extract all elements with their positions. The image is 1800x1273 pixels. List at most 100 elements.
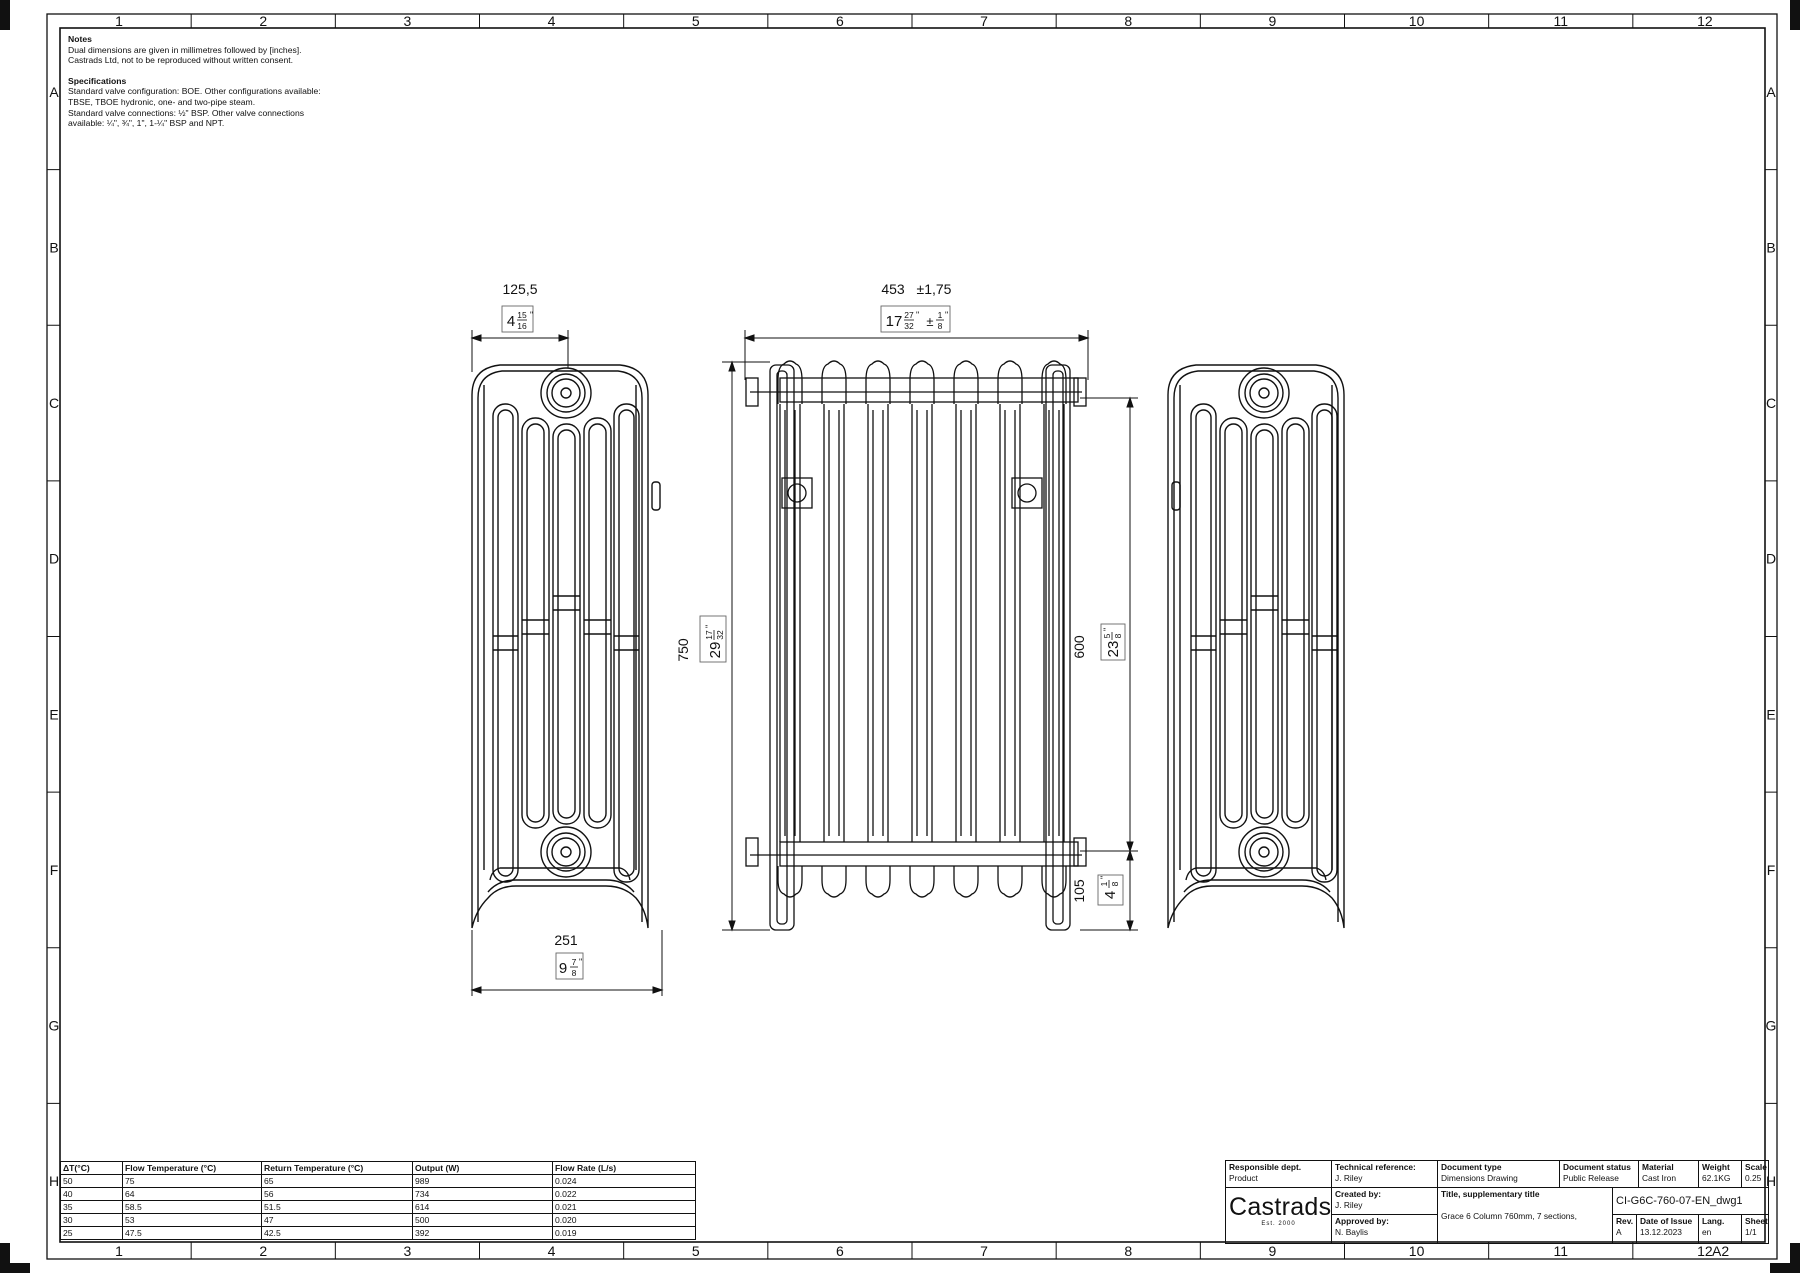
grid-row-label: F (50, 862, 59, 878)
table-cell: 734 (412, 1187, 553, 1201)
table-cell: 47 (261, 1213, 413, 1227)
grid-column-label: 11 (1553, 1243, 1568, 1259)
table-cell: 614 (412, 1200, 553, 1214)
table-cell: 0.024 (552, 1174, 696, 1188)
grid-column-label: 9 (1269, 13, 1277, 29)
grid-column-label: 2 (259, 1243, 267, 1259)
foot-width-inches: 9 7 8 " (559, 957, 582, 978)
centres-inches: 23 5 8 " (1102, 628, 1123, 658)
grid-row-label: B (1766, 239, 1775, 255)
grid-column-label: 8 (1124, 1243, 1132, 1259)
language-cell: Lang. en (1699, 1215, 1742, 1243)
table-cell: 0.019 (552, 1226, 696, 1240)
grid-column-label: 11 (1553, 13, 1568, 29)
material-cell: Material Cast Iron (1639, 1161, 1699, 1188)
grid-column-label: 8 (1124, 13, 1132, 29)
svg-text:": " (916, 310, 919, 320)
grid-column-label: 3 (404, 1243, 412, 1259)
approved-by-cell: Approved by: N. Baylis (1332, 1215, 1438, 1243)
radiator-section (1041, 360, 1067, 898)
table-cell: 40 (60, 1187, 123, 1201)
document-status-cell: Document status Public Release (1560, 1161, 1639, 1188)
grid-row-label: E (1766, 706, 1775, 722)
date-of-issue-cell: Date of Issue 13.12.2023 (1637, 1215, 1699, 1243)
svg-text:17: 17 (886, 313, 903, 330)
svg-text:32: 32 (904, 321, 914, 331)
svg-text:8: 8 (938, 321, 943, 331)
table-cell: 0.022 (552, 1187, 696, 1201)
grid-column-label: 10 (1409, 13, 1425, 29)
title-cell: Title, supplementary title Grace 6 Colum… (1438, 1188, 1613, 1243)
table-cell: 50 (60, 1174, 123, 1188)
svg-text:8: 8 (1110, 881, 1120, 886)
grid-column-label: 4 (548, 1243, 556, 1259)
paper-size-label: A2 (1712, 1243, 1730, 1259)
grid-column-label: 6 (836, 1243, 844, 1259)
height-mm: 750 (675, 638, 691, 662)
spec-line: Standard valve connections: ½" BSP. Othe… (68, 107, 305, 118)
svg-text:32: 32 (715, 630, 725, 640)
column-header: Return Temperature (°C) (261, 1161, 413, 1175)
svg-text:": " (530, 310, 533, 320)
table-header-row: ΔT(°C) Flow Temperature (°C) Return Temp… (60, 1161, 696, 1175)
grid-row-label: B (49, 239, 58, 255)
table-cell: 392 (412, 1226, 553, 1240)
svg-text:1: 1 (1099, 881, 1109, 886)
grid-row-label: A (1766, 84, 1776, 100)
document-type-cell: Document type Dimensions Drawing (1438, 1161, 1560, 1188)
created-by-cell: Created by: J. Riley (1332, 1188, 1438, 1215)
column-header: Flow Temperature (°C) (122, 1161, 262, 1175)
grid-row-label: G (49, 1018, 60, 1034)
performance-table: ΔT(°C) Flow Temperature (°C) Return Temp… (60, 1161, 696, 1240)
weight-cell: Weight 62.1KG (1699, 1161, 1742, 1188)
company-logo: Castrads Est. 2000 (1226, 1188, 1332, 1243)
grid-column-label: 12 (1697, 13, 1713, 29)
table-cell: 64 (122, 1187, 262, 1201)
svg-text:": " (579, 957, 582, 967)
svg-text:±: ± (926, 314, 933, 329)
radiator-section (777, 360, 803, 898)
table-cell: 0.020 (552, 1213, 696, 1227)
specifications-heading: Specifications (68, 75, 127, 86)
notes-block: Notes Dual dimensions are given in milli… (68, 34, 398, 129)
grid-row-label: F (1767, 862, 1776, 878)
svg-text:4: 4 (1102, 891, 1119, 899)
radiator-section (953, 360, 979, 898)
radiator-section (997, 360, 1023, 898)
grid-column-label: 3 (404, 13, 412, 29)
radiator-side-view-left (471, 364, 661, 929)
svg-text:": " (704, 625, 714, 628)
title-block: Responsible dept. Product Technical refe… (1225, 1160, 1769, 1244)
grid-column-label: 7 (980, 13, 988, 29)
grid-column-label: 7 (980, 1243, 988, 1259)
grid-column-label: 2 (259, 13, 267, 29)
grid-column-label: 4 (548, 13, 556, 29)
svg-text:5: 5 (1102, 633, 1112, 638)
table-cell: 58.5 (122, 1200, 262, 1214)
radiator-front-view (745, 360, 1087, 931)
column-header: Flow Rate (L/s) (552, 1161, 696, 1175)
grid-row-label: E (49, 706, 58, 722)
width-inches: 17 27 32 " ± 1 8 " (886, 310, 949, 331)
grid-ticks (47, 14, 1777, 1259)
svg-text:": " (1102, 628, 1112, 631)
svg-text:27: 27 (904, 310, 914, 320)
grid-column-label: 10 (1409, 1243, 1425, 1259)
width-tolerance-mm: ±1,75 (917, 281, 952, 297)
sheet-cell: Sheet 1/1 (1745, 1216, 1768, 1237)
radiator-section (909, 360, 935, 898)
grid-row-label: D (49, 551, 59, 567)
svg-text:": " (1099, 876, 1109, 879)
table-cell: 53 (122, 1213, 262, 1227)
notes-heading: Notes (68, 34, 92, 44)
centres-mm: 600 (1071, 635, 1087, 659)
grid-row-label: H (1766, 1173, 1776, 1189)
notes-line: Dual dimensions are given in millimetres… (68, 44, 302, 55)
table-cell: 0.021 (552, 1200, 696, 1214)
grid-column-label: 6 (836, 13, 844, 29)
